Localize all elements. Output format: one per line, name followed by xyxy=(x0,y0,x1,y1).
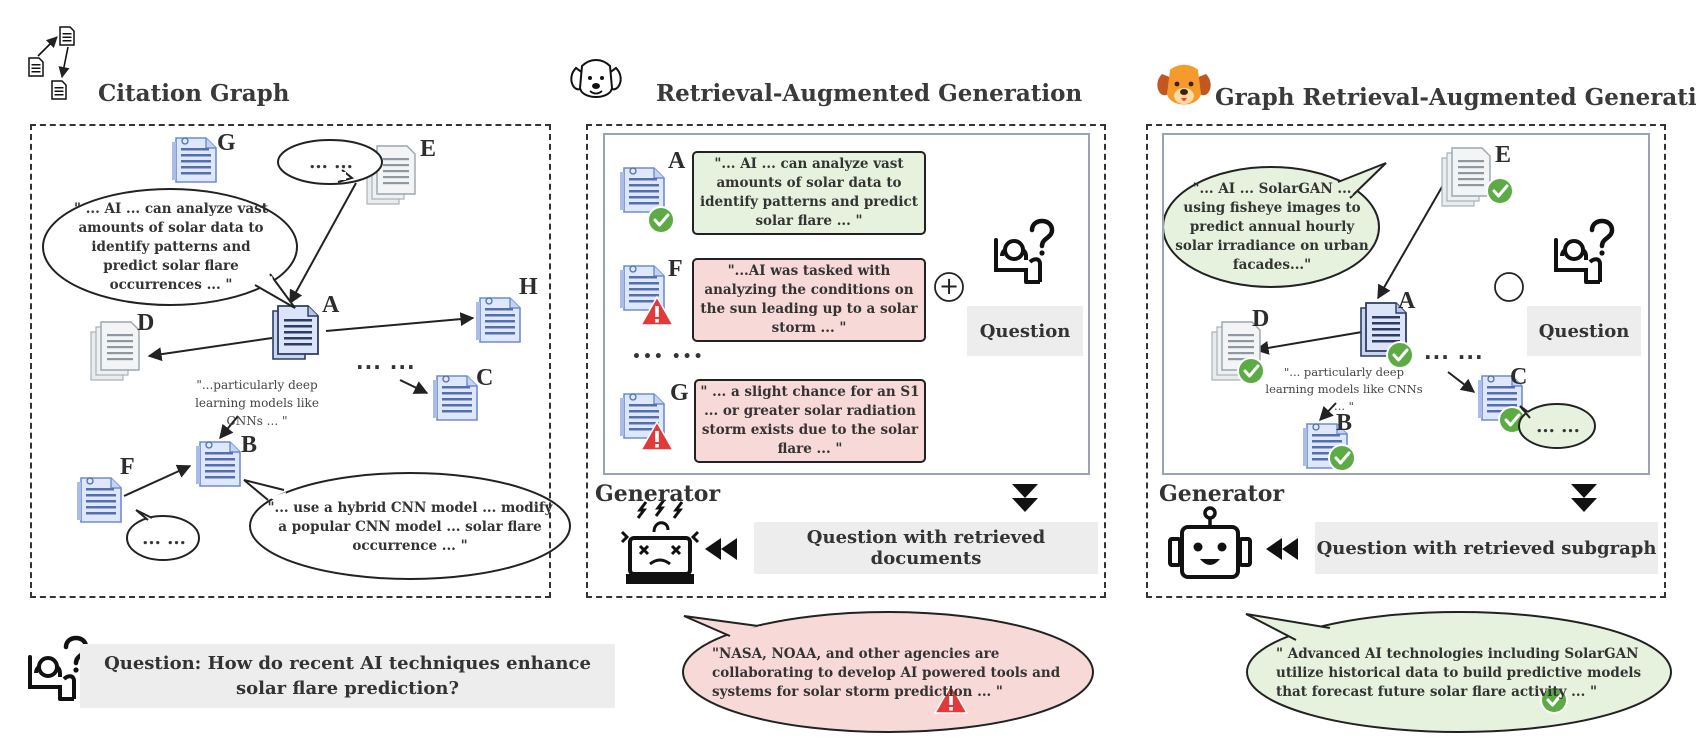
plus-circle xyxy=(1494,272,1524,302)
gr-generator-label: Generator xyxy=(1159,481,1285,507)
edge-a-h xyxy=(325,312,475,332)
golden-dog-icon xyxy=(1157,64,1211,105)
bubble-a-shape xyxy=(42,188,298,306)
gr-node-d-label: D xyxy=(1252,306,1270,332)
gr-edge-a-b xyxy=(1319,402,1337,422)
gr-retrieved-box: Question with retrieved subgraph xyxy=(1315,522,1658,574)
node-f-label: F xyxy=(120,454,135,480)
rag-question-box: Question xyxy=(967,306,1083,356)
broken-robot-icon xyxy=(620,499,700,584)
bubble-b-text: "... use a hybrid CNN model ... modify a… xyxy=(267,499,553,554)
rag-doc-g-text: " ... a slight chance for an S1 ... or g… xyxy=(694,379,926,463)
gr-c-bubble-text: ... ... xyxy=(1536,415,1580,437)
graphrag-panel-graphics xyxy=(1162,147,1672,733)
gr-mid-ellipsis: ... ... xyxy=(1424,340,1484,364)
happy-robot-icon xyxy=(1168,506,1252,579)
header-graph-rag: Graph Retrieval-Augmented Generation xyxy=(1215,84,1696,111)
gr-c-bubble-shape xyxy=(1518,403,1596,449)
rag-panel xyxy=(586,124,1106,598)
bubble-b-shape xyxy=(249,472,571,580)
rag-answer-bubble-shape xyxy=(682,611,1094,733)
gr-edge-a-c xyxy=(1447,371,1476,393)
node-e-label: E xyxy=(420,136,437,162)
bottom-question-person-icon xyxy=(30,638,86,699)
gr-question-box: Question xyxy=(1527,306,1641,356)
bubble-e-shape xyxy=(277,139,383,185)
node-a-label: A xyxy=(322,292,340,318)
edge-a-d xyxy=(147,337,273,362)
gr-node-e-label: E xyxy=(1495,142,1512,168)
bubble-e-text: ... ... xyxy=(309,151,353,173)
bubble-a-text: " ... AI ... can analyze vast amounts of… xyxy=(74,200,268,293)
mid-ellipsis: ... ... xyxy=(356,350,416,374)
question-bar: Question: How do recent AI techniques en… xyxy=(80,644,615,708)
gr-node-c-label: C xyxy=(1510,364,1528,390)
gr-node-b-label: B xyxy=(1336,410,1353,436)
plus-sign: + xyxy=(938,272,960,300)
rag-ellipsis: ••• ••• xyxy=(632,349,705,365)
citation-graph-panel-graphics xyxy=(42,137,571,580)
rag-doc-a-label: A xyxy=(668,148,686,174)
edge-e-a xyxy=(289,182,357,305)
rag-doc-g-label: G xyxy=(670,380,689,406)
gr-edge-a-d xyxy=(1254,331,1363,355)
rag-doc-a-text: "... AI ... can analyze vast amounts of … xyxy=(692,151,926,235)
edge-a-b xyxy=(219,415,239,440)
citation-graph-panel xyxy=(30,124,551,598)
rag-doc-f-text: "...AI was tasked with analyzing the con… xyxy=(692,258,926,342)
header-citation-graph: Citation Graph xyxy=(98,80,290,107)
node-h-label: H xyxy=(519,274,538,300)
rag-retrieval-box xyxy=(603,133,1090,475)
edge-f-b xyxy=(123,464,192,497)
edge-annotation-text: "...particularly deep learning models li… xyxy=(195,378,319,428)
node-c-label: C xyxy=(476,365,494,391)
edge-a-c xyxy=(399,379,429,394)
bubble-f-text: ... ... xyxy=(142,527,186,549)
graphrag-retrieval-box xyxy=(1162,133,1650,475)
citation-graph-icon xyxy=(28,26,75,100)
gr-edge-e-a xyxy=(1377,179,1447,300)
bubble-f-shape xyxy=(126,515,200,561)
rag-generator-label: Generator xyxy=(595,481,721,507)
header-rag: Retrieval-Augmented Generation xyxy=(656,80,1083,107)
gr-answer-text: " Advanced AI technologies including Sol… xyxy=(1276,645,1642,700)
gr-bubble-text: "... AI ... SolarGAN ... using fisheye i… xyxy=(1175,180,1369,273)
dog-icon xyxy=(570,59,622,98)
rag-retrieved-box: Question with retrieved documents xyxy=(754,522,1098,574)
plus-circle xyxy=(934,272,964,302)
node-b-label: B xyxy=(241,432,258,458)
node-g-label: G xyxy=(217,130,236,156)
gr-edge-annotation-text: "... particularly deep learning models l… xyxy=(1265,365,1423,413)
rag-answer-text: "NASA, NOAA, and other agencies are coll… xyxy=(712,645,1061,700)
node-d-label: D xyxy=(137,310,155,336)
rag-doc-f-label: F xyxy=(668,256,683,282)
gr-node-a-label: A xyxy=(1398,288,1416,314)
rag-panel-graphics xyxy=(619,167,1094,733)
graphrag-panel xyxy=(1146,124,1666,598)
